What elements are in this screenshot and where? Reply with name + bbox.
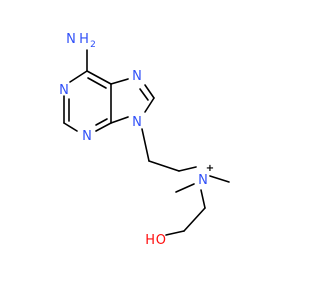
ring-n1-label: N — [59, 83, 69, 98]
bond-c6-n1 — [69, 70, 88, 83]
bond-ch2-nplus — [178, 166, 197, 172]
bond-c8-n9 — [144, 97, 155, 113]
amine-n-label: N — [66, 32, 76, 47]
bond-n3-c4 — [95, 122, 112, 132]
bond-c5-c6-double — [87, 77, 107, 89]
bond-ch2-ch2-lower — [183, 207, 206, 232]
ring-n7-label: N — [132, 69, 142, 84]
hydroxyl-o-label: O — [156, 233, 166, 248]
bond-ch2-ch2 — [148, 160, 180, 172]
amine-h-label: H — [79, 32, 89, 47]
bond-n3-c4-double — [95, 118, 108, 126]
bond-c5-c6 — [86, 70, 112, 85]
bond-n7-c8 — [144, 84, 155, 99]
quat-n-label: N — [198, 173, 208, 188]
bond-n9-ch2 — [141, 128, 150, 162]
bond-nplus-methyl-left — [175, 183, 195, 193]
ring-n3-label: N — [82, 129, 92, 144]
hydroxyl-h-label: H — [145, 233, 155, 248]
molecule-structure: N H 2 N N N N N + O H — [59, 32, 230, 248]
atom-labels: N H 2 N N N N N + O H — [59, 32, 214, 248]
ring-n9-label: N — [132, 115, 142, 130]
bond-nplus-methyl-right — [209, 175, 230, 183]
amine-subscript-label: 2 — [90, 40, 96, 50]
quat-charge-label: + — [206, 163, 214, 174]
bond-n9-c4 — [110, 116, 129, 124]
bonds — [63, 49, 230, 236]
bond-nplus-ch2 — [200, 189, 206, 209]
bond-c5-n7 — [110, 78, 129, 85]
bond-c2-n3 — [63, 122, 78, 132]
bond-n7-c8-double — [139, 88, 149, 101]
bond-ch2-oh — [165, 230, 185, 236]
